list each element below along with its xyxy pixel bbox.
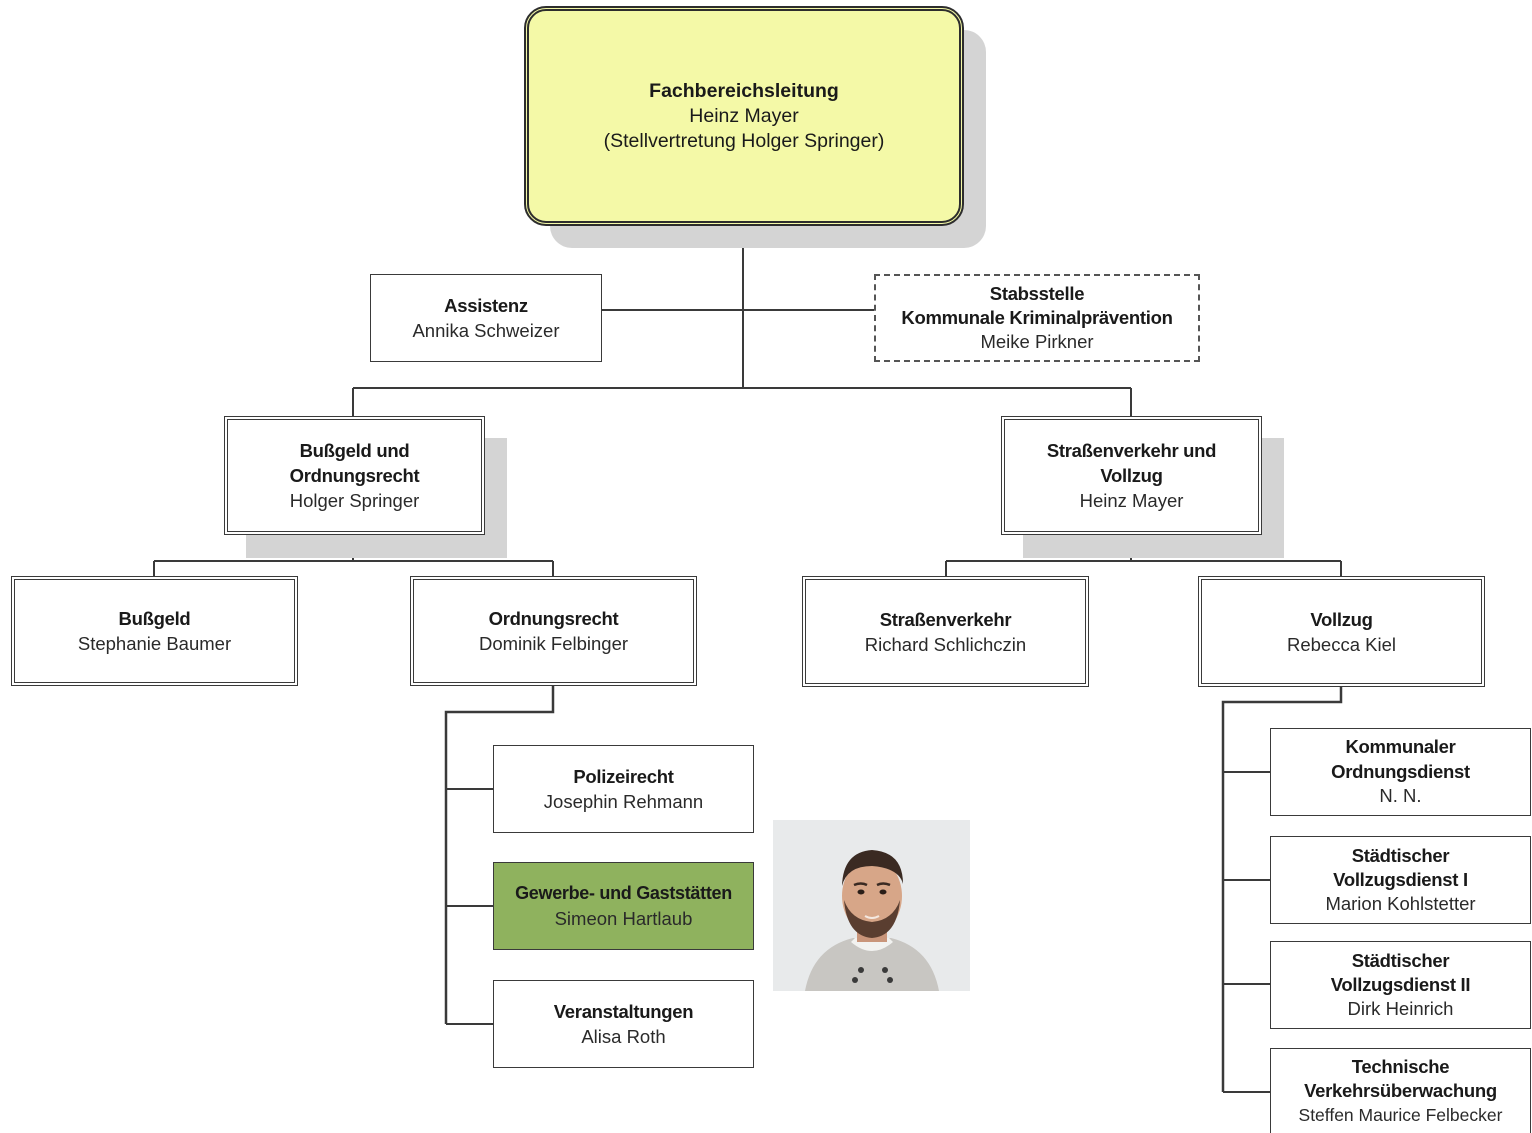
strassenverkehr-name: Richard Schlichczin (864, 633, 1027, 655)
svd1-title-1: Städtischer (1351, 845, 1450, 866)
bussgeld-ordnungsrecht-title-2: Ordnungsrecht (289, 465, 420, 486)
svd2-title-1: Städtischer (1351, 950, 1450, 971)
strassenverkehr-node: Straßenverkehr Richard Schlichczin (802, 576, 1089, 687)
tvu-name: Steffen Maurice Felbecker (1298, 1105, 1503, 1125)
root-deputy: (Stellvertretung Holger Springer) (603, 129, 885, 152)
bussgeld-ordnungsrecht-title-1: Bußgeld und (299, 440, 410, 461)
kod-node: Kommunaler Ordnungsdienst N. N. (1270, 728, 1531, 816)
root-title: Fachbereichsleitung (649, 79, 839, 102)
bussgeld-ordnungsrecht-name: Holger Springer (289, 490, 420, 511)
svd2-title-2: Vollzugsdienst II (1330, 974, 1471, 995)
tvu-title-1: Technische (1351, 1056, 1450, 1077)
root-name: Heinz Mayer (689, 104, 799, 127)
bussgeld-name: Stephanie Baumer (77, 633, 232, 654)
svd2-name: Dirk Heinrich (1347, 998, 1454, 1019)
kod-name: N. N. (1379, 785, 1422, 807)
person-photo-image (773, 820, 970, 991)
polizeirecht-node: Polizeirecht Josephin Rehmann (493, 745, 754, 833)
svd1-title-2: Vollzugsdienst I (1333, 869, 1468, 890)
strassenverkehr-title: Straßenverkehr (879, 608, 1012, 630)
vollzug-node: Vollzug Rebecca Kiel (1198, 576, 1485, 687)
root-node: Fachbereichsleitung Heinz Mayer (Stellve… (524, 6, 964, 226)
bussgeld-title: Bußgeld (118, 608, 191, 629)
tvu-title-2: Verkehrsüberwachung (1304, 1080, 1497, 1101)
bussgeld-node: Bußgeld Stephanie Baumer (11, 576, 298, 686)
polizeirecht-name: Josephin Rehmann (543, 791, 704, 812)
tvu-node: Technische Verkehrsüberwachung Steffen M… (1270, 1048, 1531, 1133)
strassenverkehr-vollzug-title-2: Vollzug (1100, 465, 1163, 486)
ordnungsrecht-name: Dominik Felbinger (478, 633, 629, 654)
stabsstelle-title: Stabsstelle (989, 283, 1085, 304)
veranstaltungen-title: Veranstaltungen (553, 1001, 694, 1022)
strassenverkehr-vollzug-node: Straßenverkehr und Vollzug Heinz Mayer (1001, 416, 1262, 535)
assistenz-title: Assistenz (444, 295, 528, 316)
person-photo (773, 820, 970, 991)
ordnungsrecht-title: Ordnungsrecht (488, 608, 619, 629)
svd1-name: Marion Kohlstetter (1325, 893, 1476, 914)
veranstaltungen-name: Alisa Roth (581, 1026, 666, 1047)
svd1-node: Städtischer Vollzugsdienst I Marion Kohl… (1270, 836, 1531, 924)
gewerbe-name: Simeon Hartlaub (554, 908, 693, 929)
vollzug-title: Vollzug (1310, 608, 1373, 630)
svd2-node: Städtischer Vollzugsdienst II Dirk Heinr… (1270, 941, 1531, 1029)
strassenverkehr-vollzug-title-1: Straßenverkehr und (1046, 440, 1217, 461)
gewerbe-title: Gewerbe- und Gaststätten (515, 883, 732, 903)
veranstaltungen-node: Veranstaltungen Alisa Roth (493, 980, 754, 1068)
stabsstelle-node: Stabsstelle Kommunale Kriminalprävention… (874, 274, 1200, 362)
stabsstelle-name: Meike Pirkner (980, 331, 1094, 352)
strassenverkehr-vollzug-name: Heinz Mayer (1079, 490, 1184, 511)
vollzug-name: Rebecca Kiel (1286, 633, 1396, 655)
assistenz-name: Annika Schweizer (412, 320, 560, 341)
polizeirecht-title: Polizeirecht (573, 766, 674, 787)
assistenz-node: Assistenz Annika Schweizer (370, 274, 602, 362)
kod-title-2: Ordnungsdienst (1331, 760, 1470, 782)
ordnungsrecht-node: Ordnungsrecht Dominik Felbinger (410, 576, 697, 686)
gewerbe-node: Gewerbe- und Gaststätten Simeon Hartlaub (493, 862, 754, 950)
bussgeld-ordnungsrecht-node: Bußgeld und Ordnungsrecht Holger Springe… (224, 416, 485, 535)
kod-title-1: Kommunaler (1345, 736, 1456, 758)
stabsstelle-subtitle: Kommunale Kriminalprävention (901, 307, 1173, 328)
